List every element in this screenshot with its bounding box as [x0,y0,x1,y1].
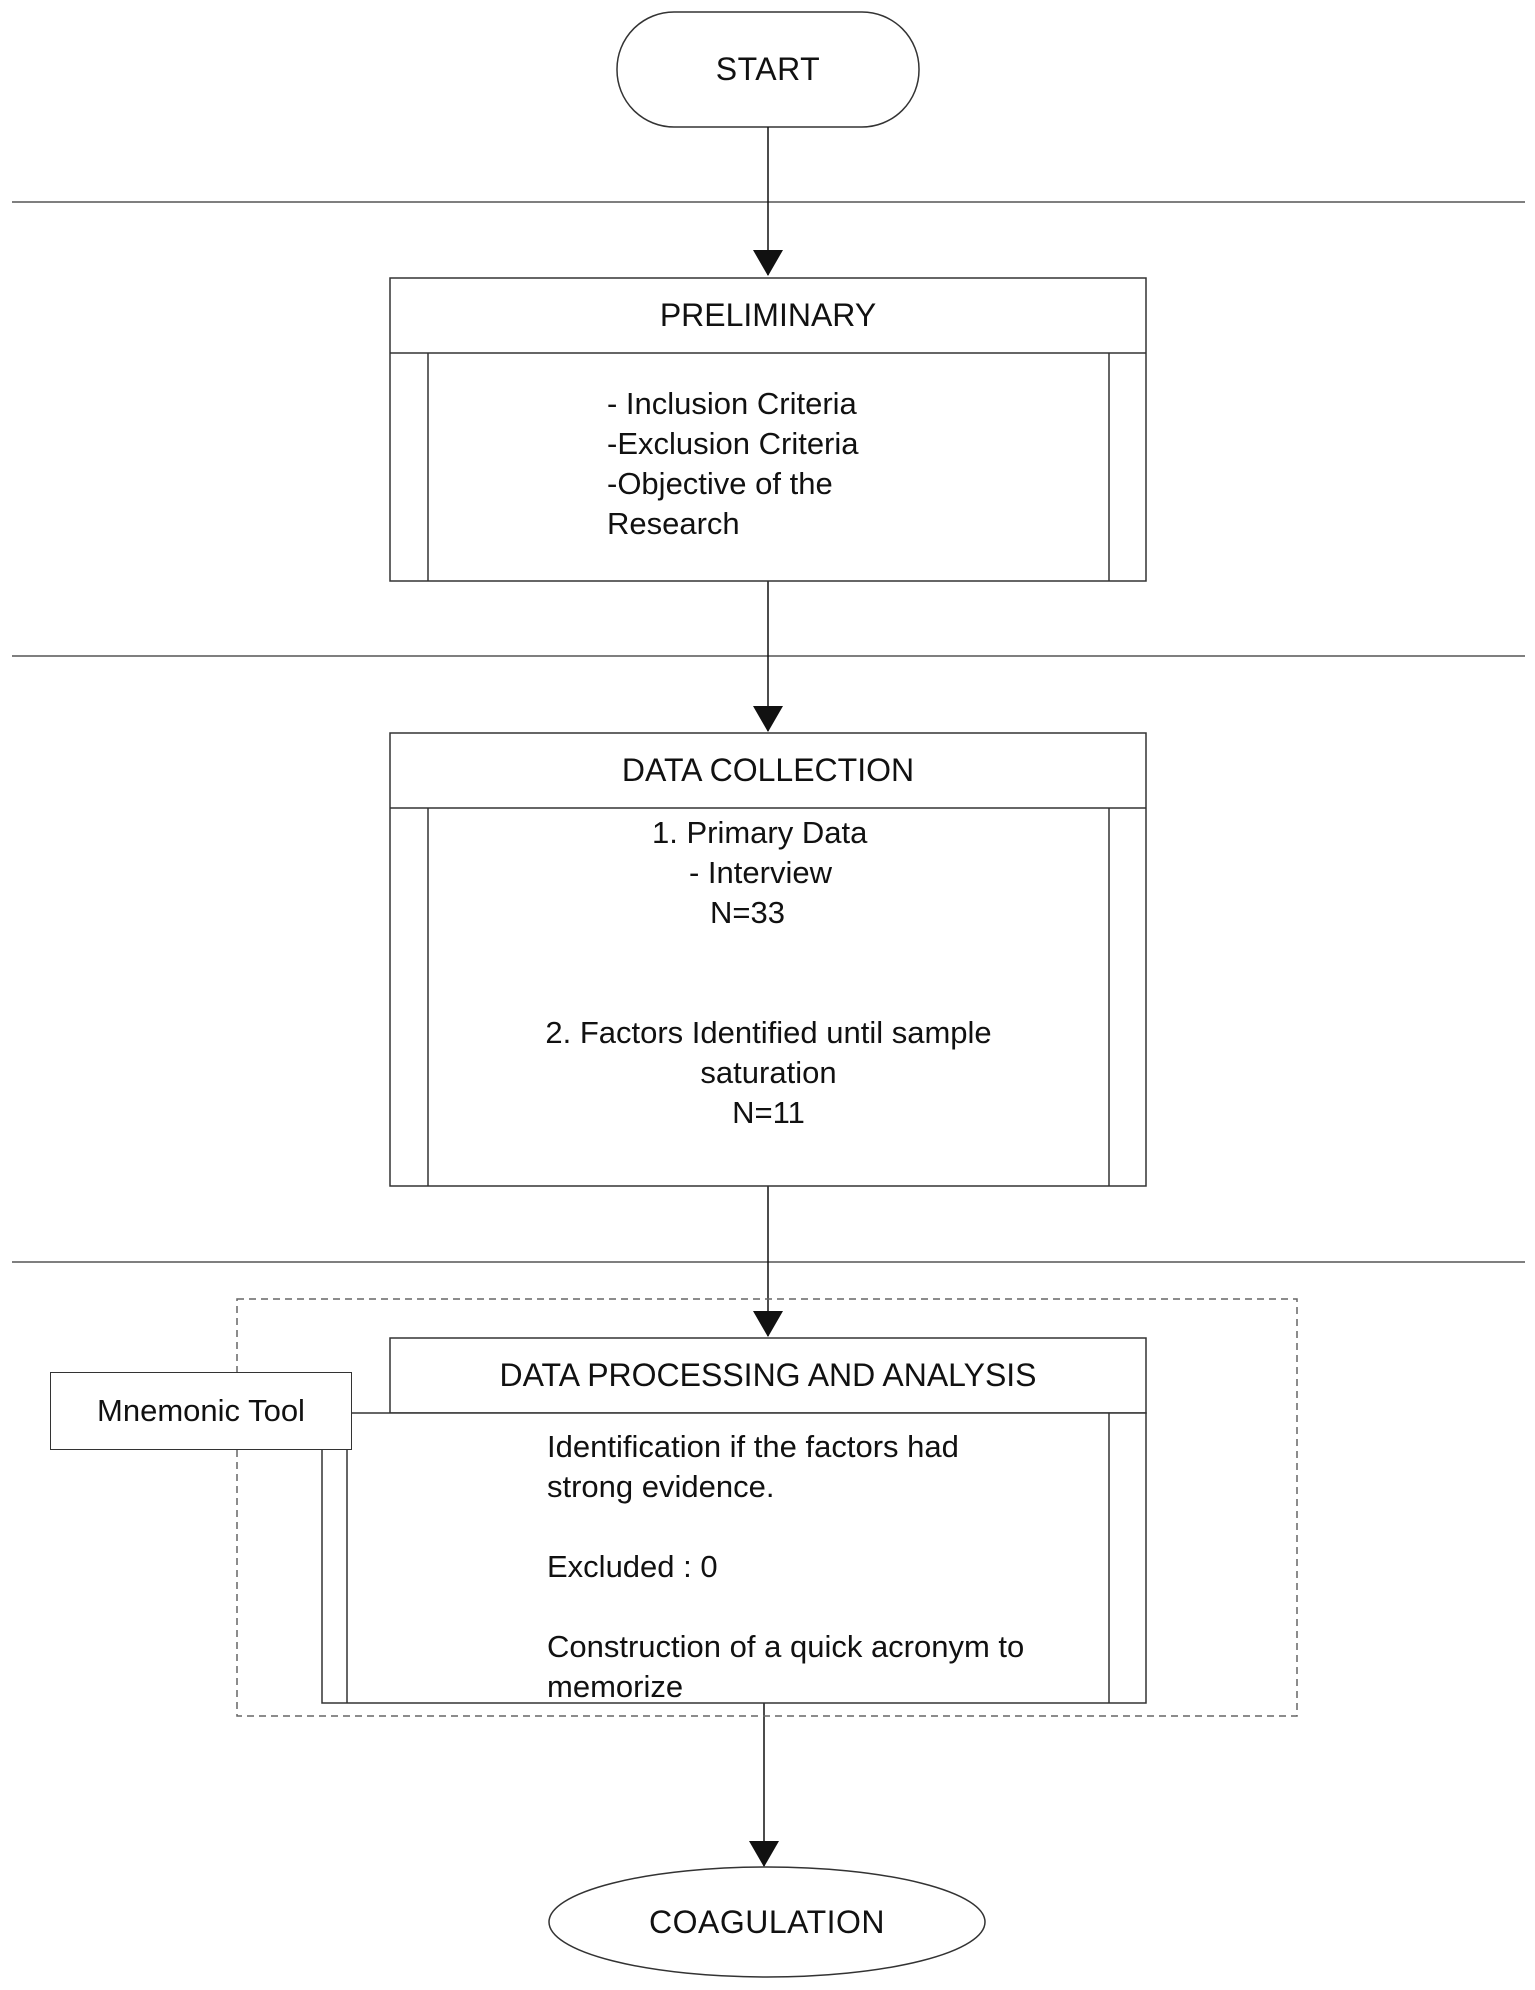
end-terminator-shape [548,1866,986,1978]
data-collection-line-5: saturation [700,1055,837,1090]
data-collection-line-2: - Interview [689,855,832,890]
preliminary-body: - Inclusion Criteria -Exclusion Criteria… [607,384,859,544]
end-label: COAGULATION [648,1903,886,1940]
data-collection-line-1: 1. Primary Data [652,815,868,850]
processing-line-4: Construction of a quick acronym to [547,1629,1025,1664]
data-collection-line-3: N=33 [710,895,785,930]
processing-line-3: Excluded : 0 [547,1549,718,1584]
mnemonic-group-dashed-frame [236,1298,1298,1717]
preliminary-line-4: Research [607,506,740,541]
processing-body-shape [321,1412,1147,1704]
processing-title: DATA PROCESSING AND ANALYSIS [499,1357,1037,1393]
processing-line-1: Identification if the factors had [547,1429,959,1464]
preliminary-line-1: - Inclusion Criteria [607,386,857,421]
data-collection-title: DATA COLLECTION [621,752,915,788]
preliminary-box-shape [389,277,1147,582]
processing-line-2: strong evidence. [547,1469,775,1504]
start-label: START [715,51,821,87]
preliminary-title: PRELIMINARY [659,297,877,333]
preliminary-line-2: -Exclusion Criteria [607,426,859,461]
processing-header-shape [389,1337,1147,1414]
data-collection-line-4: 2. Factors Identified until sample [545,1015,992,1050]
preliminary-line-3: -Objective of the [607,466,833,501]
data-collection-factors-block: 2. Factors Identified until sample satur… [428,1013,1109,1133]
processing-line-5: memorize [547,1669,684,1704]
processing-body: Identification if the factors had strong… [547,1427,1024,1707]
mnemonic-tool-label: Mnemonic Tool [50,1372,352,1450]
data-collection-line-6: N=11 [732,1095,805,1130]
